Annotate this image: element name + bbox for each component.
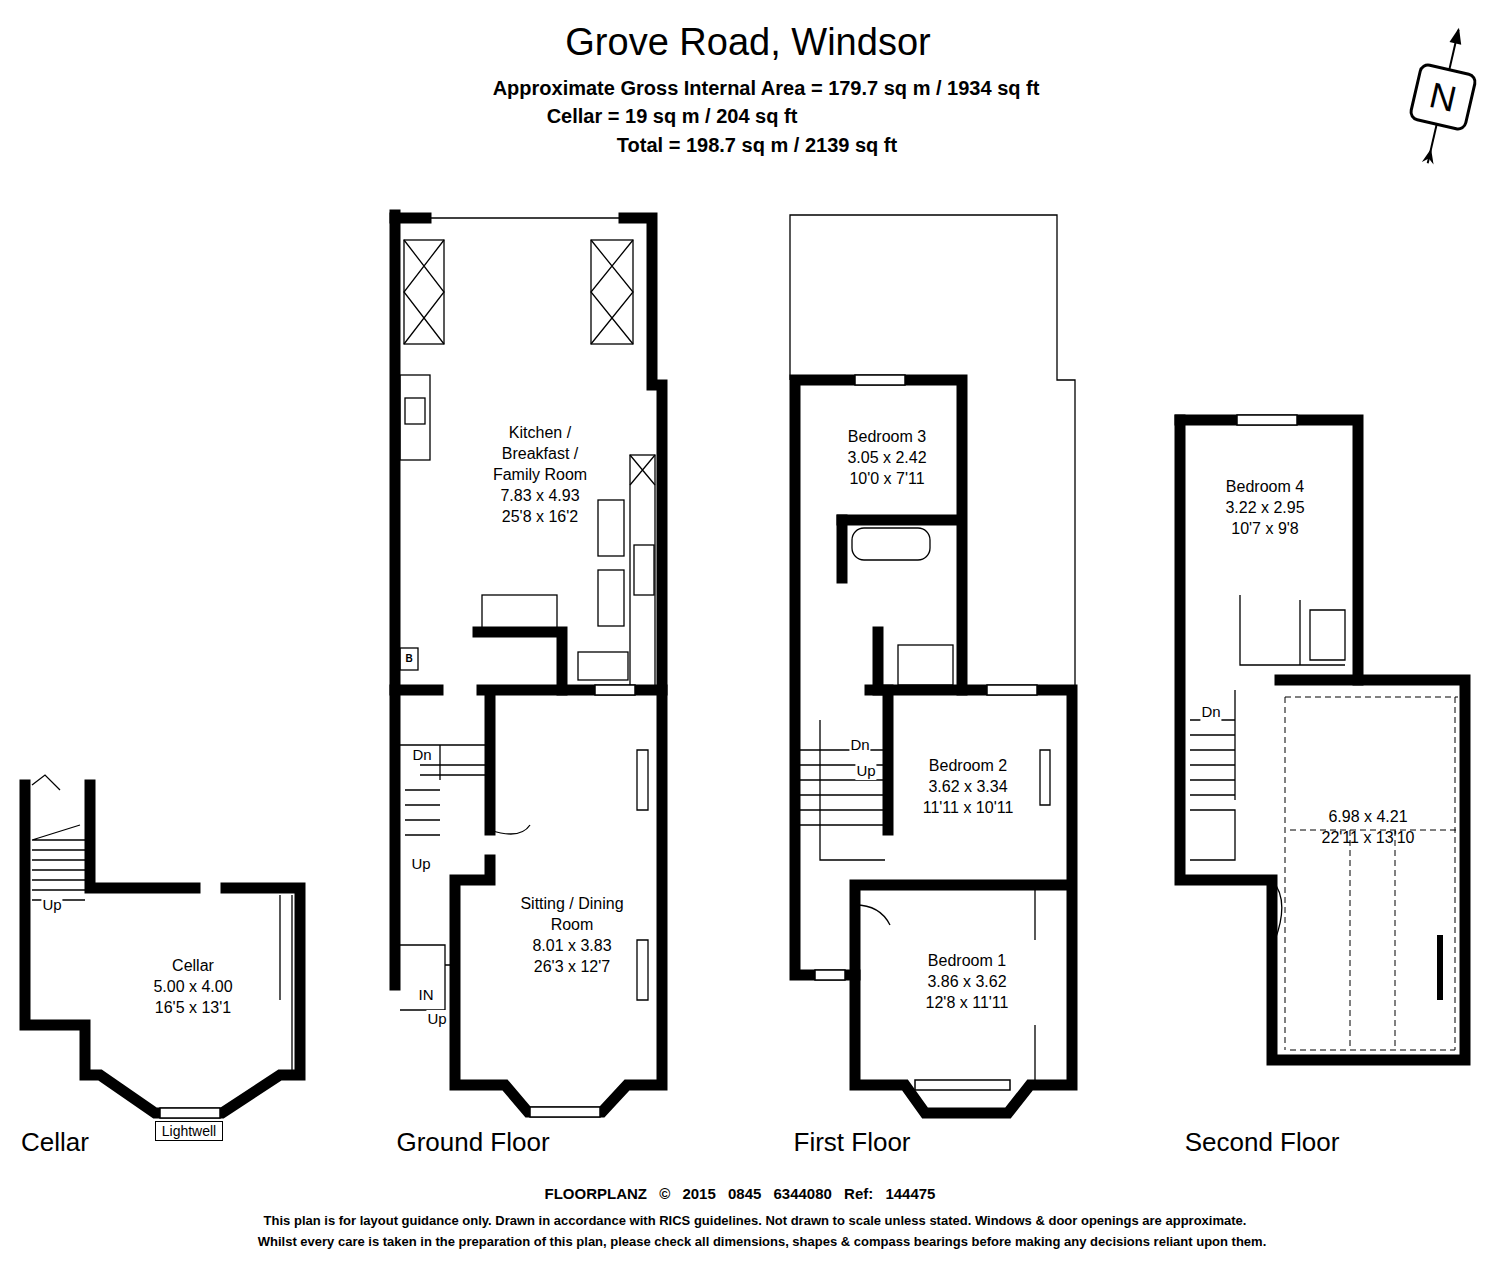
entrance-label: IN [418,986,435,1004]
stair-label: Dn [1200,703,1221,721]
stair-label: Up [426,1010,447,1028]
room-label: Bedroom 43.22 x 2.9510'7 x 9'8 [1225,476,1304,539]
roof-slope-lines [1285,697,1458,1050]
room-name: Lightwell [162,1122,216,1140]
disclaimer: This plan is for layout guidance only. D… [263,1213,1248,1229]
room-dimension: 11'11 x 10'11 [923,797,1014,818]
floor-name: First Floor [793,1127,912,1158]
room-dimension: 3.22 x 2.95 [1225,497,1304,518]
stair-label: Up [855,762,876,780]
room-dimension: 10'0 x 7'11 [847,468,926,489]
footer-credit: FLOORPLANZ © 2015 0845 6344080 Ref: 1444… [544,1185,937,1203]
room-label: Bedroom 33.05 x 2.4210'0 x 7'11 [847,426,926,489]
room-label: 6.98 x 4.2122'11 x 13'10 [1322,806,1415,848]
room-dimension: 16'5 x 13'1 [153,997,232,1018]
room-label: Sitting / Dining Room8.01 x 3.8326'3 x 1… [515,893,630,977]
lightwell-box: Lightwell [155,1121,223,1141]
room-dimension: 12'8 x 11'11 [926,992,1009,1013]
room-dimension: 3.62 x 3.34 [923,776,1014,797]
room-name: Bedroom 1 [926,950,1009,971]
plan-title: Grove Road, Windsor [564,20,931,66]
room-dimension: 3.05 x 2.42 [847,447,926,468]
room-dimension: 8.01 x 3.83 [515,935,630,956]
room-dimension: 26'3 x 12'7 [515,956,630,977]
stair-label: Dn [411,746,432,764]
room-name: Cellar [153,955,232,976]
room-name: Bedroom 3 [847,426,926,447]
room-dimension: 5.00 x 4.00 [153,976,232,997]
room-dimension: 7.83 x 4.93 [483,485,598,506]
room-dimension: 10'7 x 9'8 [1225,518,1304,539]
room-name: Bedroom 4 [1225,476,1304,497]
stair-label: Up [41,896,62,914]
windows [160,375,1297,1118]
room-name: Kitchen / Breakfast / Family Room [483,422,598,485]
area-note: Approximate Gross Internal Area = 179.7 … [492,76,1041,100]
room-label: Bedroom 13.86 x 3.6212'8 x 11'11 [926,950,1009,1013]
floor-name: Cellar [20,1127,90,1158]
walls [25,215,1465,1113]
room-name: 6.98 x 4.21 [1322,806,1415,827]
room-label: Bedroom 23.62 x 3.3411'11 x 10'11 [923,755,1014,818]
boiler-label: B [404,653,413,665]
room-name: Bedroom 2 [923,755,1014,776]
floor-name: Second Floor [1184,1127,1341,1158]
stair-label: Dn [849,736,870,754]
room-dimension: 25'8 x 16'2 [483,506,598,527]
room-dimension: 3.86 x 3.62 [926,971,1009,992]
room-label: Kitchen / Breakfast / Family Room7.83 x … [483,422,598,527]
room-dimension: 22'11 x 13'10 [1322,827,1415,848]
disclaimer: Whilst every care is taken in the prepar… [257,1234,1268,1250]
stair-label: Up [410,855,431,873]
area-note: Cellar = 19 sq m / 204 sq ft [546,104,799,128]
room-label: Cellar5.00 x 4.0016'5 x 13'1 [153,955,232,1018]
area-note: Total = 198.7 sq m / 2139 sq ft [616,133,898,157]
room-name: Sitting / Dining Room [515,893,630,935]
fittings [32,215,1440,1080]
floor-name: Ground Floor [395,1127,550,1158]
compass [1400,22,1486,170]
